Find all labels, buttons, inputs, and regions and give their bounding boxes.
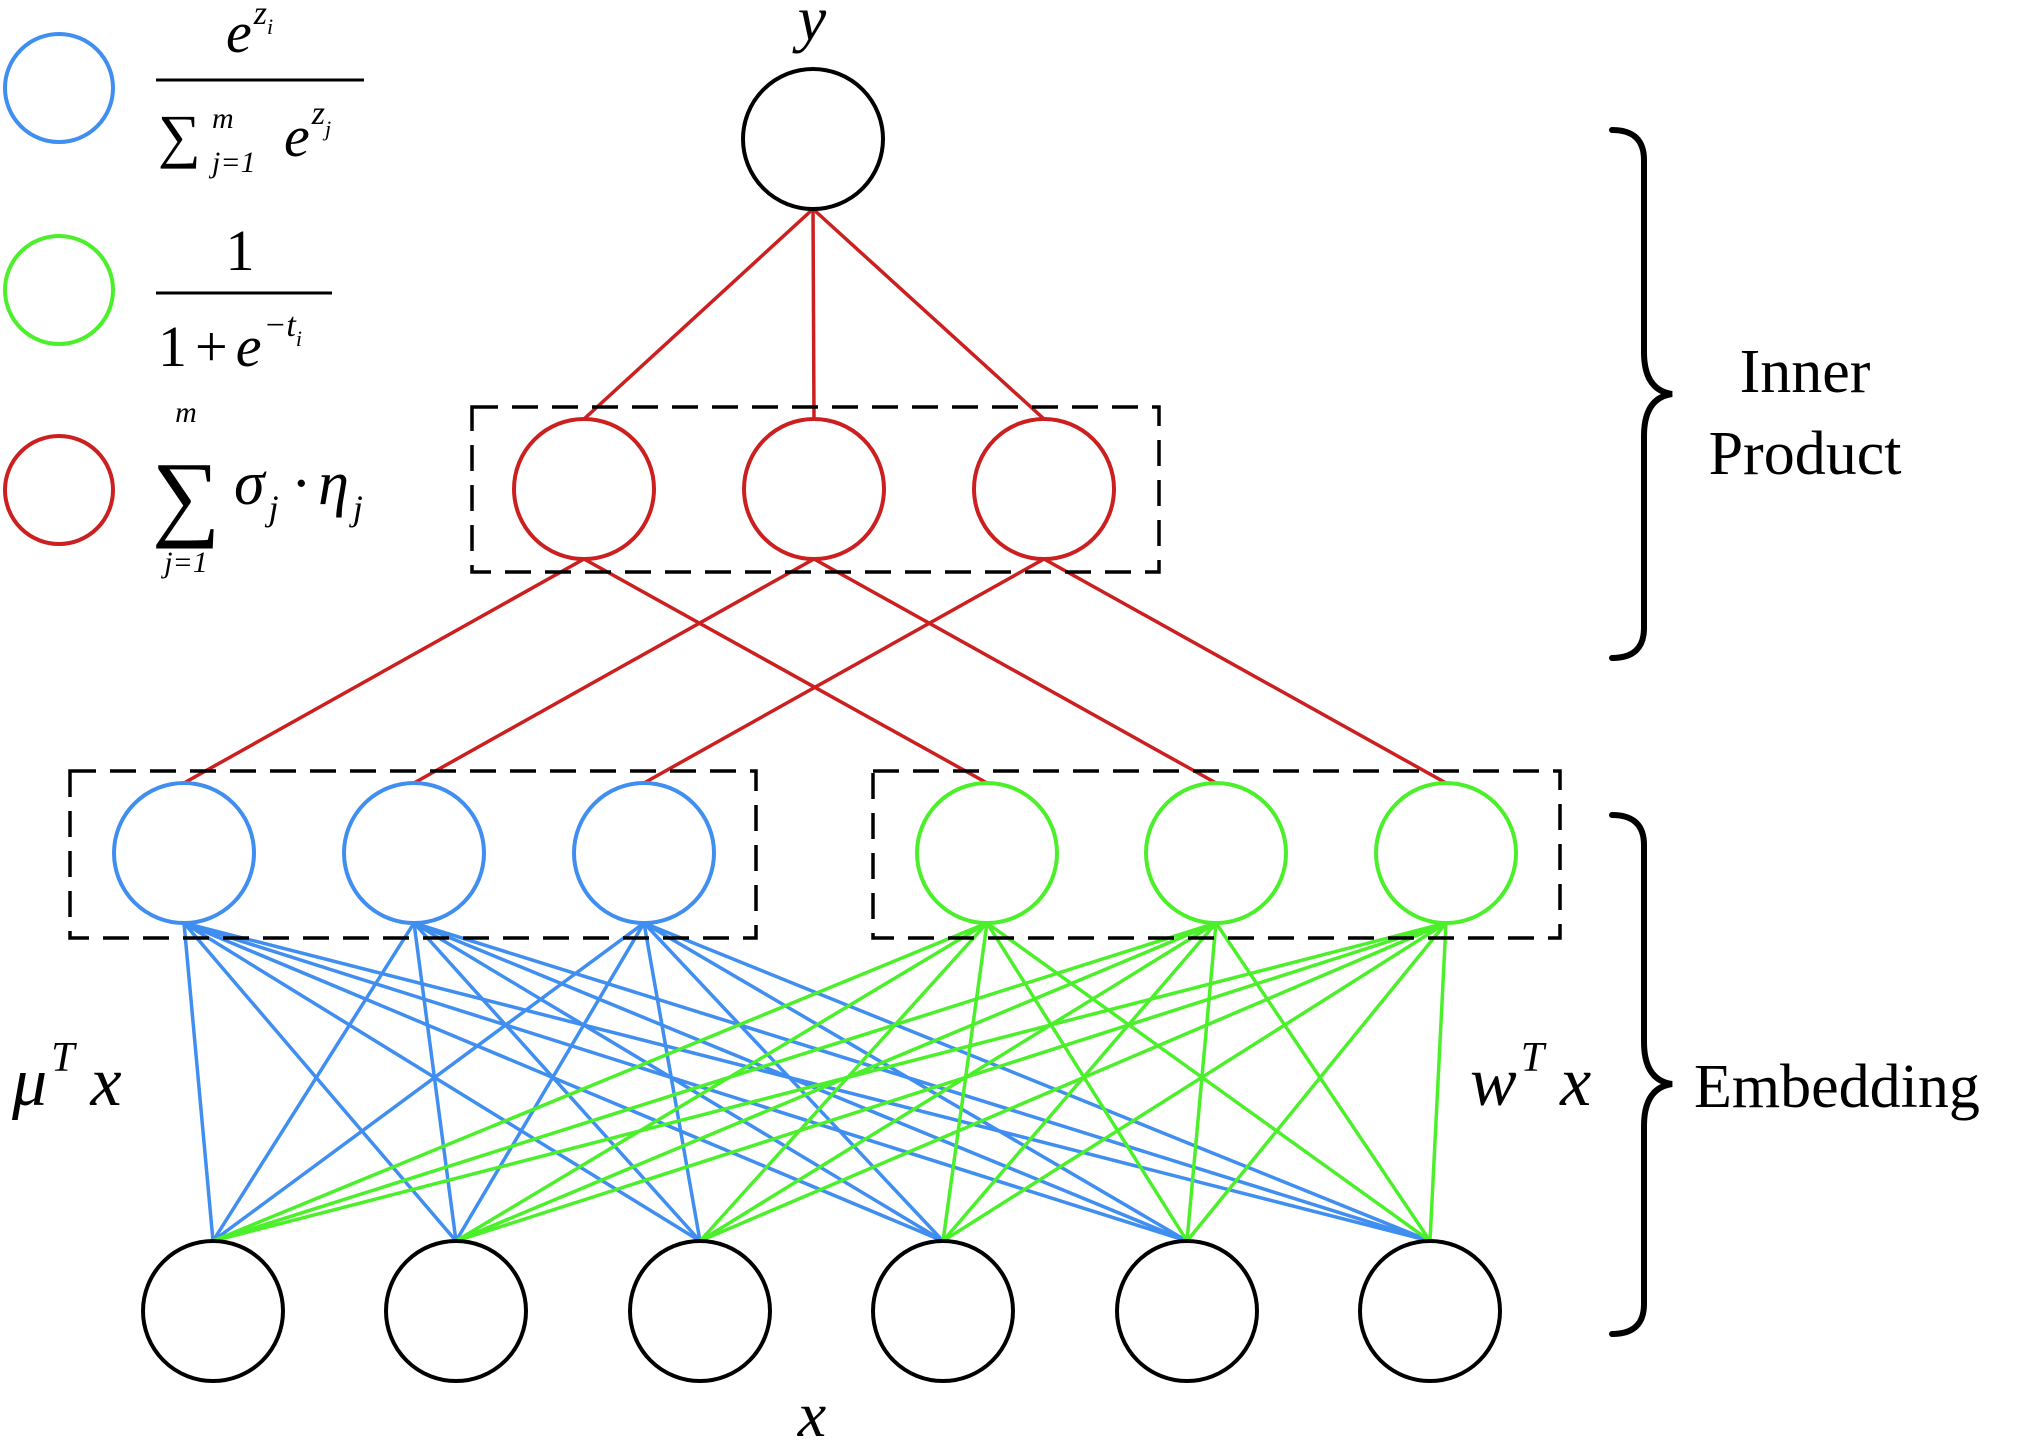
input-node — [384, 1239, 528, 1383]
red-edge — [643, 557, 1045, 785]
green-edge — [212, 921, 1447, 1243]
green-edge — [212, 921, 988, 1243]
legend-blue-circle — [3, 32, 115, 144]
inner-product-node — [512, 417, 656, 561]
input-node — [1115, 1239, 1259, 1383]
green-edge — [985, 922, 1189, 1242]
red-edge — [811, 207, 1046, 421]
legend-green-numerator: 1 — [226, 218, 255, 283]
legend-blue-sum-symbol: ∑ — [158, 103, 201, 169]
embedding-brace — [1609, 812, 1673, 1337]
embedding-green-node — [1374, 781, 1518, 925]
input-node — [1358, 1239, 1502, 1383]
legend-green-circle — [3, 234, 115, 346]
blue-edge — [642, 922, 702, 1242]
embedding-green-connections — [212, 921, 1448, 1243]
inner-product-brace — [1609, 127, 1673, 661]
blue-edge — [183, 921, 944, 1243]
blue-edge — [412, 922, 458, 1242]
blue-edge — [413, 921, 1431, 1243]
output-node — [741, 67, 885, 211]
blue-edge — [183, 921, 1431, 1243]
green-edge — [455, 921, 1447, 1243]
legend-red-sum-symbol: ∑ — [152, 442, 220, 549]
embedding-blue-connections — [182, 921, 1431, 1243]
blue-edge — [412, 921, 702, 1243]
blue-edge — [211, 921, 646, 1243]
blue-edge — [643, 921, 1188, 1243]
inner-product-label-line2: Product — [1709, 420, 1902, 488]
embedding-blue-node — [342, 781, 486, 925]
input-node — [141, 1239, 285, 1383]
legend-blue-sum-top: m — [212, 102, 234, 135]
green-edge — [1185, 922, 1218, 1242]
green-edge — [1185, 921, 1448, 1243]
green-edge — [1428, 922, 1448, 1242]
green-edge — [985, 921, 1432, 1243]
blue-edge — [413, 921, 944, 1243]
input-label: x — [797, 1379, 826, 1441]
output-label: y — [792, 0, 827, 54]
embedding-green-node — [1144, 781, 1288, 925]
blue-edge — [643, 921, 1431, 1243]
green-edge — [455, 921, 988, 1243]
red-edge — [183, 557, 585, 785]
inner-product-group-box — [470, 405, 1161, 574]
red-edge — [583, 557, 988, 785]
embedding-blue-node — [112, 781, 256, 925]
green-edge — [942, 921, 1447, 1243]
legend-blue-sum-bottom: j=1 — [208, 146, 256, 179]
legend-red-sum-bottom: j=1 — [160, 546, 208, 579]
inner-product-label-line1: Inner — [1740, 338, 1871, 406]
input-node — [628, 1239, 772, 1383]
green-edge — [699, 921, 1447, 1243]
red-edge — [811, 208, 816, 420]
embedding-blue-group-box — [68, 769, 758, 940]
embedding-blue-node — [572, 781, 716, 925]
blue-edge — [183, 921, 1188, 1243]
inner-product-connections — [183, 207, 1447, 785]
red-edge — [413, 557, 815, 785]
legend-blue-numerator: ezi — [226, 0, 273, 65]
legend-blue-denominator-term: ezj — [284, 95, 331, 169]
embedding-green-group-box — [871, 769, 1562, 940]
blue-edge — [182, 921, 458, 1243]
red-edge — [1043, 557, 1447, 785]
embedding-label: Embedding — [1694, 1053, 1980, 1121]
red-edge — [582, 207, 815, 421]
legend-red-sum-top: m — [175, 396, 197, 429]
green-edge — [941, 922, 989, 1242]
green-edge — [698, 921, 989, 1243]
green-edge — [941, 921, 1218, 1243]
blue-edge — [182, 922, 215, 1242]
green-edge — [212, 921, 1217, 1243]
inner-product-node — [742, 417, 886, 561]
red-edge — [813, 557, 1217, 785]
blue-edge — [454, 922, 646, 1242]
inner-product-node — [972, 417, 1116, 561]
input-node — [871, 1239, 1015, 1383]
blue-edge — [211, 922, 416, 1242]
embedding-green-node — [915, 781, 1059, 925]
green-edge — [1214, 922, 1432, 1242]
blue-edge — [642, 921, 945, 1243]
blue-edge — [413, 921, 1188, 1243]
green-edge — [699, 921, 1217, 1243]
blue-edge — [183, 921, 701, 1243]
legend-red-circle — [3, 434, 115, 546]
legend-green-denominator: 1+e−ti — [158, 307, 302, 379]
